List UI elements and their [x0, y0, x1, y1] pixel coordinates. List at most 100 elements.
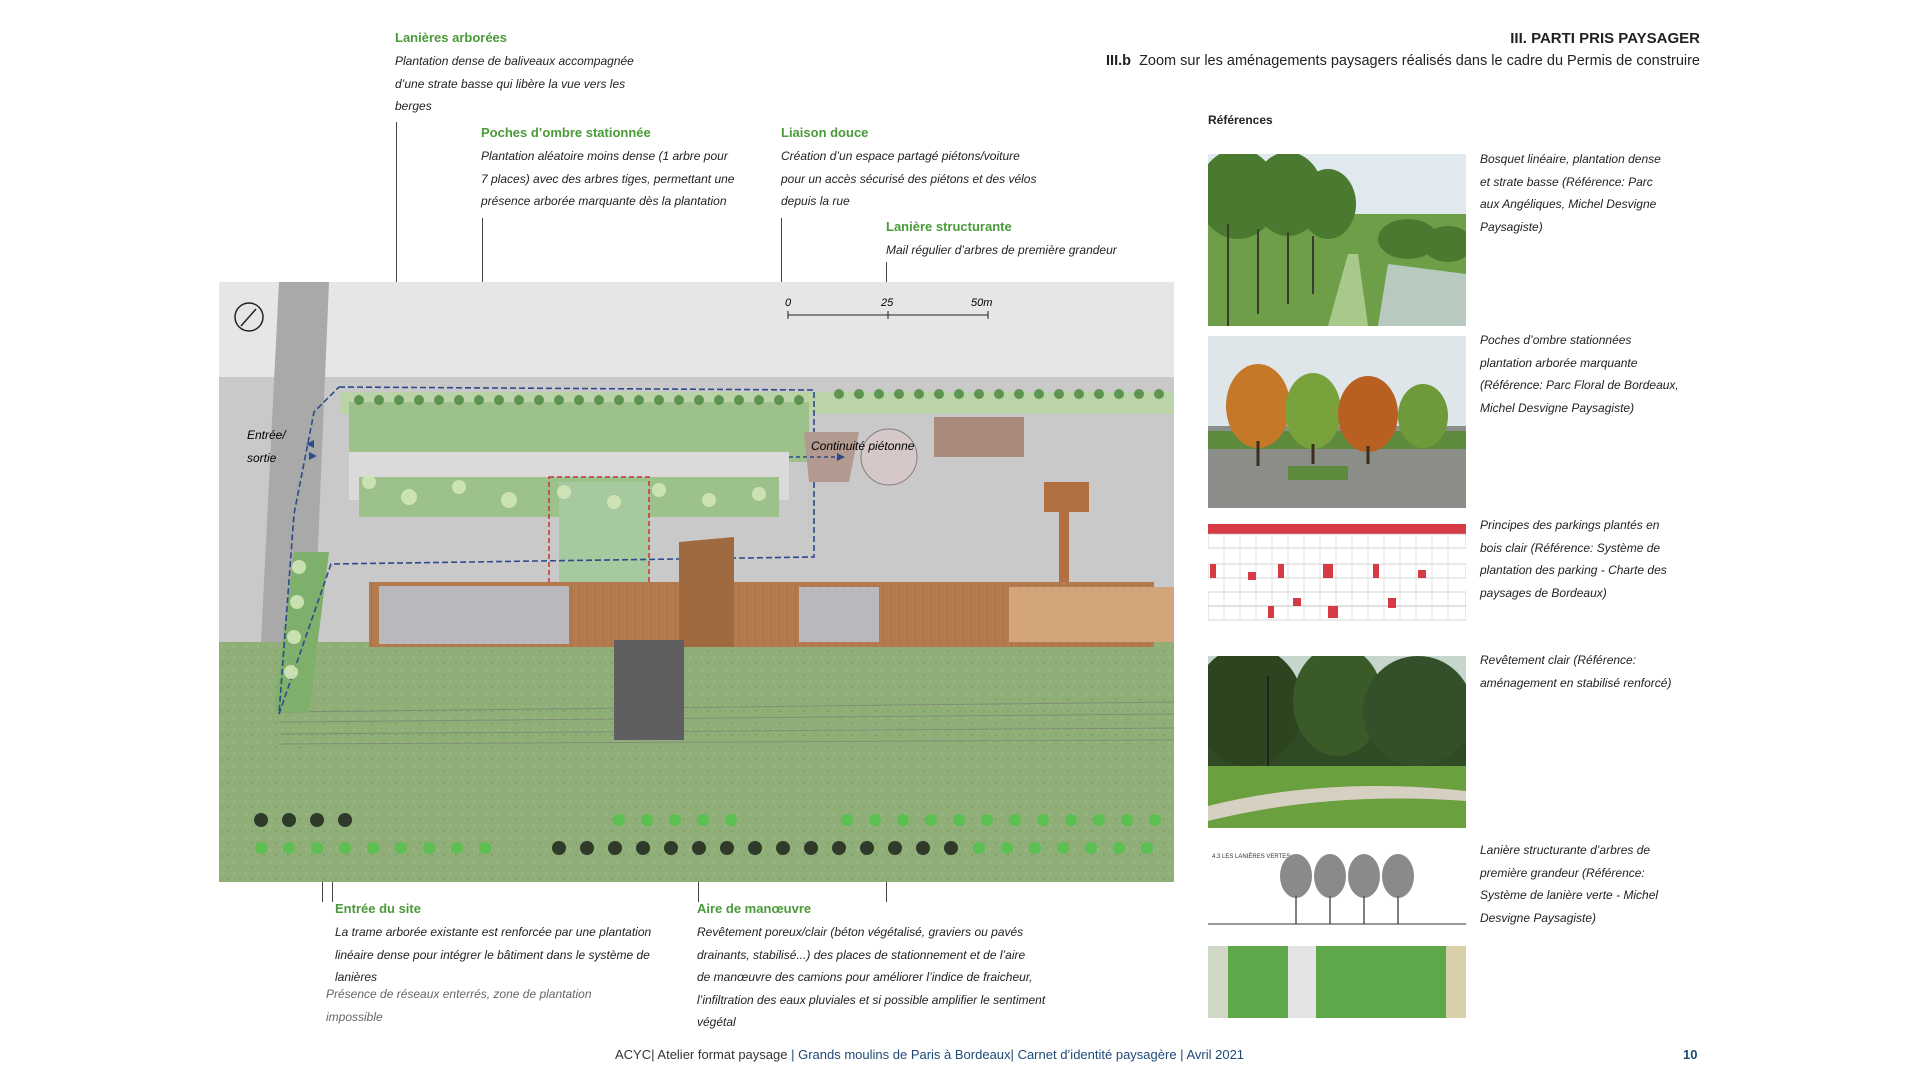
annotation-line: présence arborée marquante dès la planta…	[481, 194, 727, 208]
footer-line: ACYC| Atelier format paysage | Grands mo…	[615, 1047, 1245, 1062]
annotation-line: La trame arborée existante est renforcée…	[335, 925, 652, 939]
reference-caption-4: Revêtement clair (Référence: aménagement…	[1480, 649, 1700, 694]
annotation-line: linéaire dense pour intégrer le bâtiment…	[335, 947, 650, 962]
continuite-label: Continuité piétonne	[811, 439, 915, 453]
reference-photo-bosquet	[1208, 154, 1466, 326]
caption-line: première grandeur (Référence:	[1480, 865, 1645, 880]
small-building	[934, 417, 1024, 457]
annotation-line: végétal	[697, 1015, 736, 1029]
scale-label-25: 25	[880, 297, 894, 309]
annotation-line: 7 places) avec des arbres tiges, permett…	[481, 171, 735, 186]
annotation-entree-site: Entrée du site La trame arborée existant…	[335, 901, 695, 989]
drawing-section-label: 4.3 LES LANIÈRES VERTES	[1212, 853, 1290, 860]
caption-line: plantation des parking - Charte des	[1480, 563, 1667, 577]
caption-line: Principes des parkings plantés en	[1480, 518, 1660, 532]
historic-facade	[1009, 587, 1174, 642]
annotation-note-line: impossible	[326, 1009, 383, 1024]
scale-label-0: 0	[785, 297, 792, 309]
caption-line: bois clair (Référence: Système de	[1480, 540, 1661, 555]
annotation-lanieres-arborees: Lanières arborées Plantation dense de ba…	[395, 30, 675, 118]
reference-caption-5: Lanière structurante d’arbres de premièr…	[1480, 839, 1700, 929]
north-arrow-needle	[240, 308, 257, 327]
caption-line: Bosquet linéaire, plantation dense	[1480, 152, 1661, 166]
annotation-title: Lanières arborées	[395, 30, 508, 45]
annotation-line: Création d’un espace partagé piétons/voi…	[781, 149, 1020, 163]
signal-mast	[1059, 512, 1069, 582]
reference-drawing-laniere: 4.3 LES LANIÈRES VERTES	[1208, 846, 1466, 1018]
annotation-line: l’infiltration des eaux pluviales et si …	[697, 992, 1046, 1007]
caption-line: Système de lanière verte - Michel	[1480, 888, 1659, 902]
reference-caption-2: Poches d’ombre stationnées plantation ar…	[1480, 329, 1700, 419]
north-arrow-icon	[234, 302, 264, 332]
arrow-head-icon	[837, 453, 845, 461]
caption-line: Revêtement clair (Référence:	[1480, 653, 1637, 667]
grey-roof-building	[379, 586, 569, 644]
caption-line: (Référence: Parc Floral de Bordeaux,	[1480, 378, 1679, 392]
annotation-line: pour un accès sécurisé des piétons et de…	[781, 171, 1037, 186]
annotation-aire-manoeuvre: Aire de manœuvre Revêtement poreux/clair…	[697, 901, 1097, 1034]
footer-atelier: Atelier format paysage	[657, 1047, 788, 1062]
page-number: 10	[1683, 1047, 1698, 1062]
caption-line: Lanière structurante d’arbres de	[1480, 843, 1651, 857]
reference-photo-revetement	[1208, 656, 1466, 828]
annotation-title: Lanière structurante	[886, 219, 1012, 234]
leader-line	[396, 122, 397, 387]
annotation-title: Liaison douce	[781, 125, 869, 140]
annotation-line: de manœuvre des camions pour améliorer l…	[697, 970, 1033, 984]
caption-line: paysages de Bordeaux)	[1480, 585, 1607, 600]
annotation-line: d’une strate basse qui libère la vue ver…	[395, 76, 626, 91]
exit-arrow-icon	[309, 452, 317, 460]
site-boundary	[278, 386, 815, 715]
annotation-line: Revêtement poreux/clair (béton végétalis…	[697, 925, 1024, 939]
reference-caption-1: Bosquet linéaire, plantation dense et st…	[1480, 148, 1700, 238]
footer-project: Grands moulins de Paris à Bordeaux	[798, 1047, 1011, 1062]
annotation-title: Aire de manœuvre	[697, 901, 812, 916]
annotation-reseaux-note: Présence de réseaux enterrés, zone de pl…	[326, 983, 686, 1028]
footer-doc: Carnet d’identité paysagère	[1017, 1047, 1177, 1062]
caption-line: Paysagiste)	[1480, 219, 1543, 234]
annotation-line: lanières	[335, 970, 378, 984]
annotation-liaison-douce: Liaison douce Création d’un espace parta…	[781, 125, 1071, 213]
footer-org: ACYC	[615, 1047, 652, 1062]
annotation-line: depuis la rue	[781, 194, 850, 208]
site-plan: 0 25 50m Entrée/ sortie Continuité piéto…	[219, 282, 1174, 882]
caption-line: plantation arborée marquante	[1480, 355, 1638, 370]
entry-arrow-icon	[306, 440, 314, 448]
caption-line: Michel Desvigne Paysagiste)	[1480, 400, 1635, 415]
railway	[278, 701, 1174, 745]
annotation-note-line: Présence de réseaux enterrés, zone de pl…	[326, 987, 592, 1001]
entree-label-line1: Entrée/	[247, 428, 287, 442]
pedestrian-node	[860, 428, 918, 486]
annotation-title: Entrée du site	[335, 901, 421, 916]
annotation-line: Plantation aléatoire moins dense (1 arbr…	[481, 149, 728, 163]
section-subtitle: III.b Zoom sur les aménagements paysager…	[1080, 52, 1700, 71]
caption-line: Poches d’ombre stationnées	[1480, 333, 1632, 347]
references-title: Références	[1208, 113, 1273, 127]
annotation-title: Poches d’ombre stationnée	[481, 125, 651, 140]
signal-post	[1044, 482, 1089, 512]
annotation-line: Plantation dense de baliveaux accompagné…	[395, 54, 634, 68]
tower-building	[679, 537, 734, 647]
section-title: III. PARTI PRIS PAYSAGER	[1510, 30, 1700, 47]
annotation-line: Mail régulier d’arbres de première grand…	[886, 243, 1117, 257]
reference-diagram-parkings	[1208, 522, 1466, 634]
upper-zone	[219, 282, 1174, 377]
tree-rows	[254, 389, 1164, 855]
caption-line: aménagement en stabilisé renforcé)	[1480, 675, 1672, 690]
grey-roof-annex	[799, 587, 879, 642]
caption-line: aux Angéliques, Michel Desvigne	[1480, 197, 1657, 211]
subsection-text: Zoom sur les aménagements paysagers réal…	[1139, 53, 1700, 69]
scale-label-50: 50m	[971, 297, 992, 309]
footer-date: Avril 2021	[1186, 1047, 1245, 1062]
annotation-poches-ombre: Poches d’ombre stationnée Plantation alé…	[481, 125, 771, 213]
reference-caption-3: Principes des parkings plantés en bois c…	[1480, 514, 1700, 604]
caption-line: Desvigne Paysagiste)	[1480, 910, 1597, 925]
entree-label-line2: sortie	[247, 451, 277, 465]
reference-photo-poches-ombre	[1208, 336, 1466, 508]
annotation-line: drainants, stabilisé...) des places de s…	[697, 947, 1026, 962]
caption-line: et strate basse (Référence: Parc	[1480, 174, 1653, 189]
dark-annex	[614, 640, 684, 740]
annotation-laniere-structurante: Lanière structurante Mail régulier d’arb…	[886, 219, 1176, 262]
subsection-number: III.b	[1106, 53, 1131, 69]
annotation-line: berges	[395, 99, 432, 113]
